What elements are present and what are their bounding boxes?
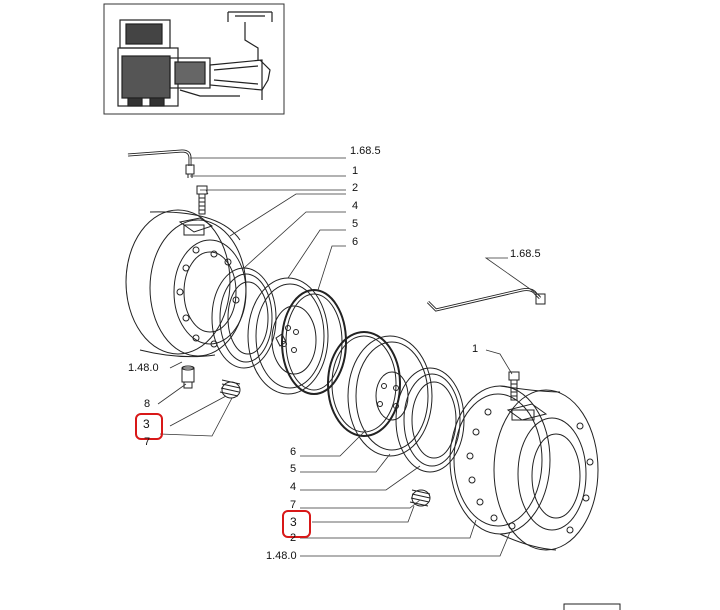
callout-7-right: 7: [290, 499, 297, 511]
leader-lines-right: [300, 257, 541, 557]
callout-8-left: 8: [144, 398, 151, 410]
stud-left: [181, 365, 195, 389]
ring-left: [247, 277, 329, 395]
callout-3-left: 3: [143, 417, 150, 431]
callout-5-right: 5: [290, 463, 297, 475]
callout-4-left: 4: [352, 200, 359, 212]
o-ring-right: [327, 331, 401, 437]
seal-left: [211, 267, 277, 369]
brake-pipe-right: [426, 288, 546, 312]
spring-left: [219, 379, 241, 399]
callout-6-right: 6: [290, 446, 297, 458]
callout-3-right: 3: [290, 515, 297, 529]
callout-2-left: 2: [352, 182, 359, 194]
o-ring-left: [281, 289, 347, 395]
callout-7-left: 7: [144, 436, 151, 448]
inset-thumbnail: [103, 3, 285, 115]
callout-1-48-0-left: 1.48.0: [128, 362, 159, 374]
highlight-box-left: [135, 413, 163, 440]
seal-right: [395, 367, 465, 473]
drum-housing-right: [449, 385, 599, 551]
bleed-screw-right: [508, 371, 520, 401]
callout-4-right: 4: [290, 481, 297, 493]
brake-pipe-left: [127, 149, 195, 178]
callout-1-68-5-left: 1.68.5: [350, 145, 381, 157]
leader-lines-left: [157, 157, 346, 437]
callout-6-left: 6: [352, 236, 359, 248]
spring-right: [409, 489, 431, 507]
callout-1-right: 1: [472, 343, 479, 355]
callout-1-left: 1: [352, 165, 359, 177]
drum-housing-left: [125, 209, 247, 358]
callout-5-left: 5: [352, 218, 359, 230]
frame-corner: [563, 603, 621, 610]
callout-1-48-0-right: 1.48.0: [266, 550, 297, 562]
ring-right: [347, 335, 433, 457]
highlight-box-right: [282, 510, 311, 538]
callout-1-68-5-right: 1.68.5: [510, 248, 541, 260]
callout-2-right: 2: [290, 532, 297, 544]
